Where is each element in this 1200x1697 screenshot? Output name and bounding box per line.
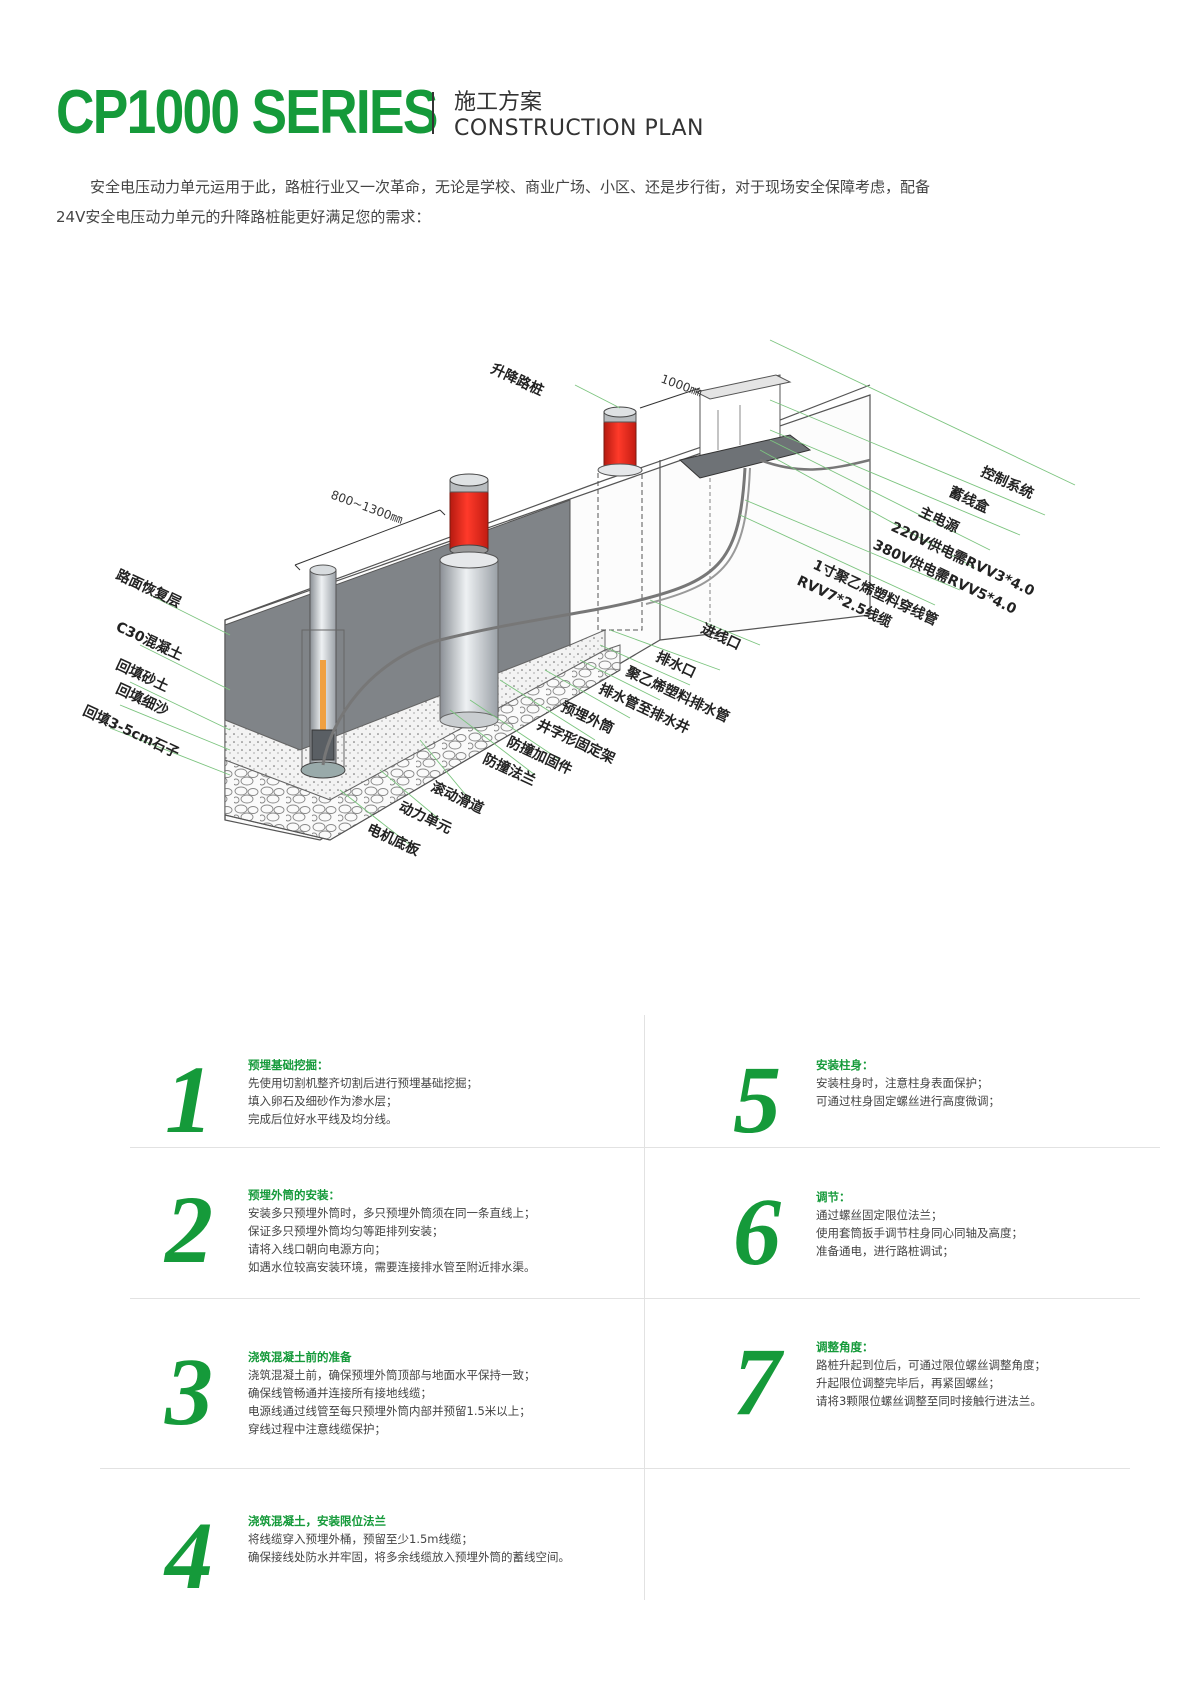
step-number: 3 [165,1338,213,1445]
step-number: 7 [733,1328,781,1435]
title-divider [432,92,434,134]
step-number: 6 [733,1178,781,1285]
step-line: 安装多只预埋外筒时，多只预埋外筒须在同一条直线上； [248,1206,536,1220]
label-bollard: 升降路桩 [488,360,546,399]
grid-divider-2 [130,1298,1140,1299]
cable-conduit [321,467,747,766]
step-title: 预埋基础挖掘： [248,1058,329,1072]
step-line: 请将3颗限位螺丝调整至同时接触行进法兰。 [816,1394,1042,1408]
step-line: 使用套筒扳手调节柱身同心同轴及高度； [816,1226,1023,1240]
bollard-raised-1 [439,473,499,729]
step-title: 浇筑混凝土，安装限位法兰 [248,1514,386,1528]
page-header: CP1000 SERIES 施工方案 CONSTRUCTION PLAN [56,78,1056,148]
left-labels: 路面恢复层 C30混凝土 回填砂土 回填细沙 回填3-5cm石子 [80,566,185,761]
subtitle-cn: 施工方案 [454,90,543,115]
step-number: 5 [733,1046,781,1153]
label-control-system: 控制系统 [978,463,1036,502]
step-line: 确保线管畅通并连接所有接地线缆； [248,1386,432,1400]
label-drain-outlet: 排水口 [653,648,698,681]
leader-lines [109,339,1076,846]
step-line: 路桩升起到位后，可通过限位螺丝调整角度； [816,1358,1046,1372]
block-base [224,669,621,841]
step-line: 确保接线处防水并牢固，将多余线缆放入预埋外筒的蓄线空间。 [248,1550,570,1564]
bollard-raised-2 [597,406,643,631]
label-power-unit: 动力单元 [396,798,454,837]
dimension-lines [294,387,701,571]
grid-divider-1 [130,1147,1160,1148]
step-line: 完成后位好水平线及均分线。 [248,1112,398,1126]
step-line: 电源线通过线管至每只预埋外筒内部并预留1.5米以上； [248,1404,531,1418]
subtitle-en: CONSTRUCTION PLAN [454,116,705,141]
step-title: 安装柱身： [816,1058,874,1072]
label-cable-box: 蓄线盒 [946,483,992,517]
step-number: 4 [165,1502,213,1609]
label-motor-base: 电机底板 [364,820,423,859]
step-line: 如遇水位较高安装环境，需要连接排水管至附近排水渠。 [248,1260,536,1274]
step-line: 穿线过程中注意线缆保护； [248,1422,386,1436]
label-c30-concrete: C30混凝土 [113,618,185,664]
step-line: 保证多只预埋外筒均匀等距排列安装； [248,1224,444,1238]
construction-diagram: 800~1300㎜ 1000㎜ 路面恢复层 C30混凝土 回填砂土 回填细沙 回… [80,339,1076,860]
step-line: 先使用切割机整齐切割后进行预埋基础挖掘； [248,1076,478,1090]
control-cabinet [678,374,812,479]
step-line: 通过螺丝固定限位法兰； [816,1208,943,1222]
step-number: 1 [165,1046,213,1153]
step-line: 浇筑混凝土前，确保预埋外筒顶部与地面水平保持一致； [248,1368,536,1382]
step-line: 填入卵石及细砂作为渗水层； [248,1094,398,1108]
dim-1000-label: 1000㎜ [659,372,704,400]
step-line: 升起限位调整完毕后，再紧固螺丝； [816,1376,1000,1390]
step-title: 预埋外筒的安装： [248,1188,340,1202]
step-line: 请将入线口朝向电源方向； [248,1242,386,1256]
grid-divider-3 [100,1468,1130,1469]
intro-paragraph: 安全电压动力单元运用于此，路桩行业又一次革命，无论是学校、商业广场、小区、还是步… [56,178,931,226]
step-line: 安装柱身时，注意柱身表面保护； [816,1076,989,1090]
step-title: 浇筑混凝土前的准备 [248,1350,352,1364]
step-line: 将线缆穿入预埋外桶，预留至少1.5m线缆； [248,1532,473,1546]
step-title: 调节： [816,1190,851,1204]
dim-spacing-label: 800~1300㎜ [329,488,405,527]
label-road-surface: 路面恢复层 [113,566,184,611]
step-title: 调整角度： [816,1340,874,1354]
step-line: 可通过柱身固定螺丝进行高度微调； [816,1094,1000,1108]
step-number: 2 [165,1176,213,1283]
grid-divider-v [644,1015,645,1600]
step-line: 准备通电，进行路桩调试； [816,1244,954,1258]
series-title: CP1000 SERIES [56,78,438,147]
